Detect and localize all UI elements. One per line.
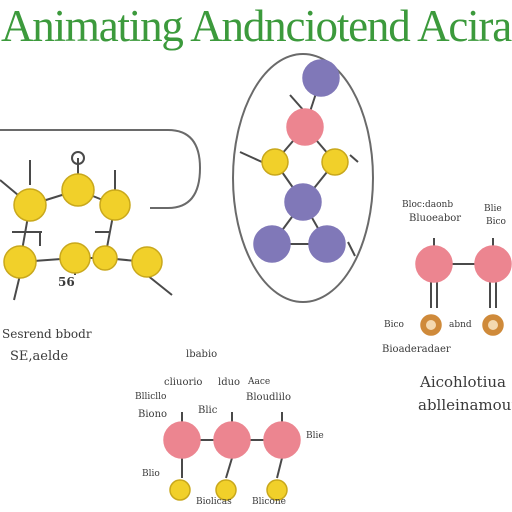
right-header-3: Blie	[484, 204, 502, 214]
bottom-side-label: Blie	[306, 431, 324, 441]
left-caption-2: SE,aelde	[10, 349, 69, 364]
left-count-label: 56	[58, 275, 75, 289]
right-text-2: ablleinamour	[418, 396, 512, 414]
center-purple-top	[302, 59, 340, 97]
center-molecule	[232, 53, 374, 303]
left-node-4	[3, 245, 37, 279]
bottom-foot-2: Biolicas	[196, 497, 232, 507]
right-side-1: Bico	[384, 320, 404, 330]
right-header-2: Bluoeabor	[409, 213, 462, 224]
bottom-foot-1: Blio	[142, 469, 160, 479]
left-frame	[0, 129, 202, 209]
right-orange-1-inner	[426, 320, 436, 330]
bottom-pink-2	[213, 421, 251, 459]
bottom-label-2: lduo	[218, 377, 241, 388]
bottom-pink-3	[263, 421, 301, 459]
center-pink	[286, 108, 324, 146]
right-pink-2	[474, 245, 512, 283]
bottom-header: lbabio	[186, 349, 218, 360]
right-pink-1	[415, 245, 453, 283]
left-node-small	[71, 151, 85, 165]
left-node-6	[92, 245, 118, 271]
bottom-yellow-1	[169, 479, 191, 501]
bottom-label-6: Bloudlilo	[246, 392, 292, 403]
center-oval	[232, 53, 374, 303]
bottom-yellow-2	[215, 479, 237, 501]
bottom-molecule	[163, 412, 301, 501]
center-yellow-left	[261, 148, 289, 176]
left-molecule	[0, 129, 202, 301]
right-molecule	[415, 238, 512, 336]
left-node-3	[99, 189, 131, 221]
left-node-5	[59, 242, 91, 274]
bottom-label-4: Bllicllo	[135, 392, 167, 402]
bottom-label-3: Aace	[248, 377, 271, 387]
bottom-label-7: Blic	[198, 405, 218, 416]
bottom-pink-1	[163, 421, 201, 459]
bottom-yellow-3	[266, 479, 288, 501]
right-caption: Bioaderadaer	[382, 344, 451, 355]
bottom-label-1: cliuorio	[164, 377, 203, 388]
left-node-1	[13, 188, 47, 222]
left-caption-1: Sesrend bbodr	[2, 327, 92, 341]
bottom-label-5: Biono	[138, 409, 168, 420]
left-node-7	[131, 246, 163, 278]
page-title: Animating Andnciotend Acira	[1, 1, 512, 51]
right-orange-2-inner	[488, 320, 498, 330]
bottom-foot-3: Blicone	[252, 497, 286, 507]
center-yellow-right	[321, 148, 349, 176]
right-side-2: abnd	[449, 320, 472, 330]
right-text-1: Aicohlotiua	[420, 373, 506, 391]
left-node-2	[61, 173, 95, 207]
center-purple-bl	[253, 225, 291, 263]
right-header-4: Bico	[486, 217, 506, 227]
center-purple-br	[308, 225, 346, 263]
right-header-1: Bloc:daonb	[402, 200, 454, 210]
center-purple-mid	[284, 183, 322, 221]
